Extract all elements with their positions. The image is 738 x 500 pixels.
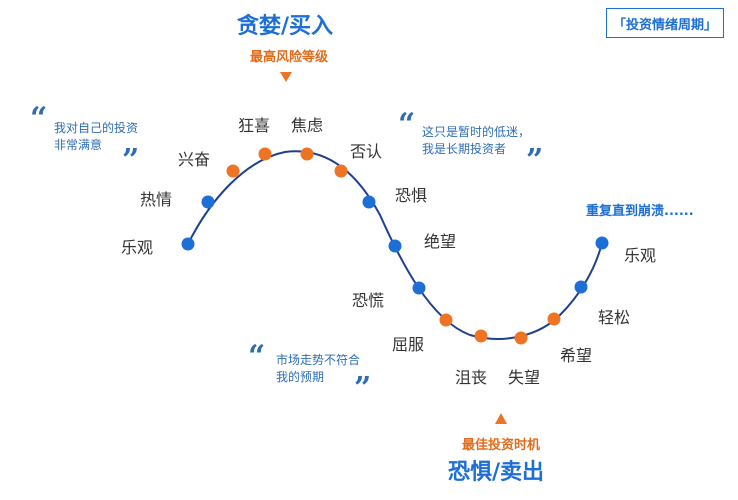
stage-label-excitement: 兴奋 <box>178 150 211 169</box>
stage-label-optimism-2: 乐观 <box>624 246 657 265</box>
quote-1: 我对自己的投资 非常满意 <box>54 120 138 154</box>
quote-1-line-1: 我对自己的投资 <box>54 121 139 135</box>
quote-2-line-1: 这只是暂时的低迷， <box>422 125 531 139</box>
stage-label-euphoria: 狂喜 <box>238 116 271 135</box>
quote-3-line-2: 我的预期 <box>276 370 325 384</box>
stage-label-capitulation: 屈服 <box>392 335 425 354</box>
stage-dot <box>258 147 272 161</box>
stage-dot <box>439 313 453 327</box>
stage-dot <box>226 164 240 178</box>
stage-label-despondency: 沮丧 <box>455 368 488 387</box>
highest-risk-label: 最高风险等级 <box>250 50 329 65</box>
stage-dot <box>388 239 402 253</box>
stage-label-relief: 轻松 <box>598 308 631 327</box>
open-quote-icon: “ <box>248 339 266 374</box>
stage-label-thrill: 热情 <box>140 190 173 209</box>
quote-3: 市场走势不符合 我的预期 <box>276 352 360 386</box>
stage-dot <box>574 280 588 294</box>
stage-dot <box>514 331 528 345</box>
stage-label-desperation: 绝望 <box>424 232 457 251</box>
stage-dot <box>474 329 488 343</box>
stage-dot <box>412 281 426 295</box>
stage-dot <box>201 195 215 209</box>
close-quote-icon: ” <box>354 371 372 406</box>
stage-label-optimism: 乐观 <box>121 238 154 257</box>
close-quote-icon: ” <box>526 143 544 178</box>
stage-dot <box>362 195 376 209</box>
stage-label-hope: 希望 <box>560 346 593 365</box>
open-quote-icon: “ <box>30 101 48 136</box>
stage-label-denial: 否认 <box>350 142 383 161</box>
best-time-label: 最佳投资时机 <box>462 438 541 453</box>
stage-dot <box>300 147 314 161</box>
quote-1-line-2: 非常满意 <box>54 138 103 152</box>
stage-dot <box>334 164 348 178</box>
greed-buy-heading: 贪婪/买入 <box>237 14 334 39</box>
quote-2-line-2: 我是长期投资者 <box>422 142 507 156</box>
cycle-title: 「投资情绪周期」 <box>606 8 724 38</box>
stage-label-depression: 失望 <box>508 368 541 387</box>
quote-3-line-1: 市场走势不符合 <box>276 353 361 367</box>
repeat-note: 重复直到崩溃...... <box>586 204 694 219</box>
stage-label-anxiety: 焦虑 <box>291 116 324 135</box>
quote-2: 这只是暂时的低迷， 我是长期投资者 <box>422 124 530 158</box>
stage-label-panic: 恐慌 <box>352 291 385 310</box>
stage-dot <box>181 237 195 251</box>
open-quote-icon: “ <box>398 107 416 142</box>
stage-dot <box>595 236 609 250</box>
close-quote-icon: ” <box>122 143 140 178</box>
fear-sell-heading: 恐惧/卖出 <box>448 460 545 485</box>
stage-dot <box>547 312 561 326</box>
stage-label-fear: 恐惧 <box>395 186 428 205</box>
